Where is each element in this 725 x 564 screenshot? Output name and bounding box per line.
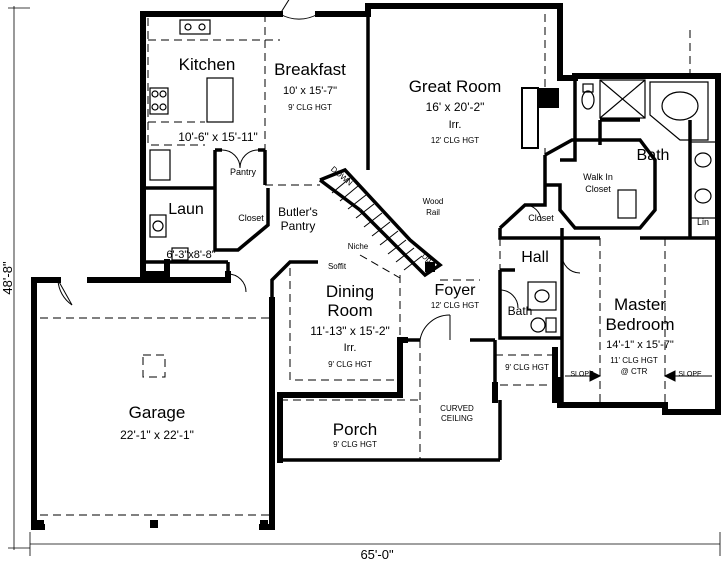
dashed-lines [40, 14, 691, 516]
dining-room-label-2: Room [327, 301, 372, 320]
toilet [582, 83, 594, 93]
wood-rail-label-2: Rail [426, 208, 440, 217]
dimension-lines [8, 6, 721, 556]
hall-toilet [530, 317, 546, 333]
room-labels: Kitchen 10'-6" x 15'-11" Breakfast 10' x… [0, 55, 709, 562]
breakfast-ceiling: 9' CLG HGT [288, 103, 332, 112]
closet-hall-label: Closet [528, 213, 554, 223]
master-bedroom-ceiling-1: 11' CLG HGT [610, 356, 658, 365]
dining-room-label-1: Dining [326, 282, 374, 301]
garage-label: Garage [129, 403, 186, 422]
master-bedroom-ceiling-2: @ CTR [621, 367, 648, 376]
soffit-label: Soffit [328, 262, 347, 271]
porch-ceiling: 9' CLG HGT [333, 440, 377, 449]
hall-bath-label: Bath [508, 304, 533, 318]
slope-right-label: SLOPE [678, 371, 702, 378]
kitchen-size: 10'-6" x 15'-11" [178, 130, 258, 144]
closet-butler-label: Closet [238, 213, 264, 223]
entry-ceiling-label: 9' CLG HGT [505, 363, 549, 372]
kitchen-label: Kitchen [179, 55, 236, 74]
great-room-label: Great Room [409, 77, 502, 96]
dining-room-ceiling: 9' CLG HGT [328, 360, 372, 369]
niche-label: Niche [348, 242, 369, 251]
breakfast-label: Breakfast [274, 60, 346, 79]
lin-label: Lin [697, 217, 709, 227]
great-room-size: 16' x 20'-2" [426, 100, 485, 114]
walk-in-closet-label-1: Walk In [583, 172, 613, 182]
dining-room-note: Irr. [344, 342, 357, 354]
foyer-ceiling: 12' CLG HGT [431, 301, 479, 310]
pantry-label: Pantry [230, 167, 257, 177]
kitchen-island [206, 77, 234, 123]
hall-bath-sink [527, 281, 557, 311]
dining-room-size: 11'-13" x 15'-2" [310, 324, 390, 338]
vanity [689, 141, 717, 219]
newel-post [425, 262, 435, 272]
stair-treads [331, 177, 423, 271]
doors [57, 0, 581, 341]
curved-ceiling-label-2: CEILING [441, 414, 473, 423]
laundry-sink [171, 247, 189, 261]
butlers-pantry-label-1: Butler's [278, 205, 318, 219]
breakfast-size: 10' x 15'-7" [283, 85, 337, 97]
washer [149, 214, 167, 238]
curved-ceiling-label-1: CURVED [440, 404, 474, 413]
wood-rail-label-1: Wood [423, 197, 444, 206]
kitchen-sink [179, 19, 211, 35]
depth-dimension: 48'-8" [0, 261, 15, 295]
range [149, 87, 169, 115]
walk-in-closet-label-2: Closet [585, 184, 611, 194]
bathtub [649, 81, 709, 141]
slope-arrows [565, 370, 712, 382]
great-room-note: Irr. [449, 119, 462, 131]
foyer-label: Foyer [435, 282, 477, 299]
fixtures [149, 19, 717, 333]
slope-left-label: SLOPE [570, 371, 594, 378]
shower [599, 79, 646, 119]
butlers-pantry-label-2: Pantry [281, 219, 316, 233]
great-room-ceiling: 12' CLG HGT [431, 136, 479, 145]
master-bedroom-label-1: Master [614, 295, 666, 314]
hall-label: Hall [521, 249, 549, 266]
garage-posts [36, 520, 268, 528]
laun-label: Laun [168, 201, 204, 218]
master-bedroom-label-2: Bedroom [606, 315, 675, 334]
refrigerator [149, 149, 171, 181]
laun-size: 6'-3"x8'-8" [166, 249, 215, 261]
master-bedroom-size: 14'-1" x 15'-7" [606, 339, 674, 351]
garage-size: 22'-1" x 22'-1" [120, 428, 194, 442]
width-dimension: 65'-0" [360, 547, 394, 562]
master-bath-label: Bath [637, 147, 670, 164]
porch-label: Porch [333, 420, 377, 439]
interior-walls [143, 6, 718, 462]
